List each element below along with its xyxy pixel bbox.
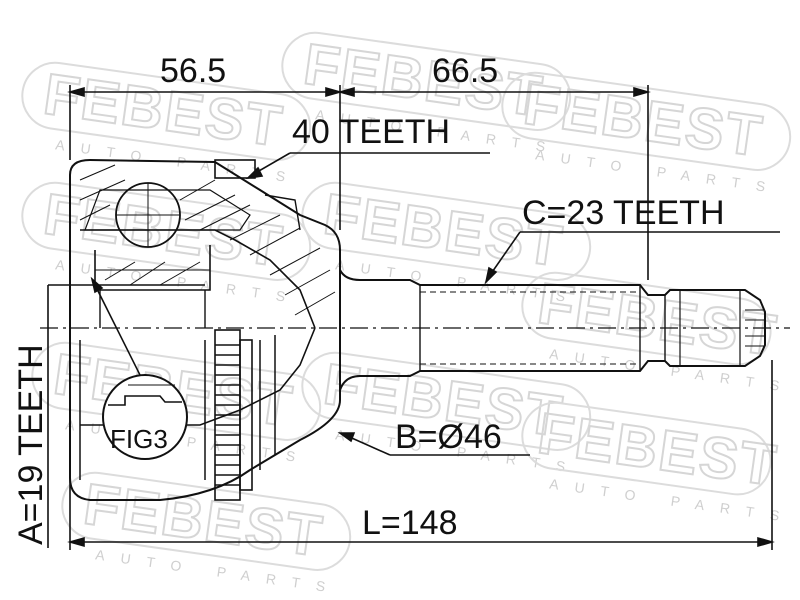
outer-spline-label: 40 TEETH (292, 113, 450, 151)
leader-lines (90, 152, 780, 456)
length-label: L=148 (362, 504, 458, 542)
fig3-label: FIG3 (110, 424, 168, 454)
dim-top-right-label: 66.5 (432, 52, 498, 90)
dim-top-left-label: 56.5 (160, 52, 226, 90)
inner-spline-label: A=19 TEETH (12, 344, 50, 545)
lower-body-lines (79, 335, 276, 480)
fig3-detail (102, 374, 188, 460)
shaft (339, 269, 766, 391)
section-hatching (79, 164, 336, 316)
outer-housing (69, 158, 341, 501)
diameter-label: B=Ø46 (395, 418, 502, 456)
shaft-spline-label: C=23 TEETH (522, 194, 725, 232)
abs-tone-ring (214, 329, 253, 501)
dimension-lines (47, 85, 775, 550)
